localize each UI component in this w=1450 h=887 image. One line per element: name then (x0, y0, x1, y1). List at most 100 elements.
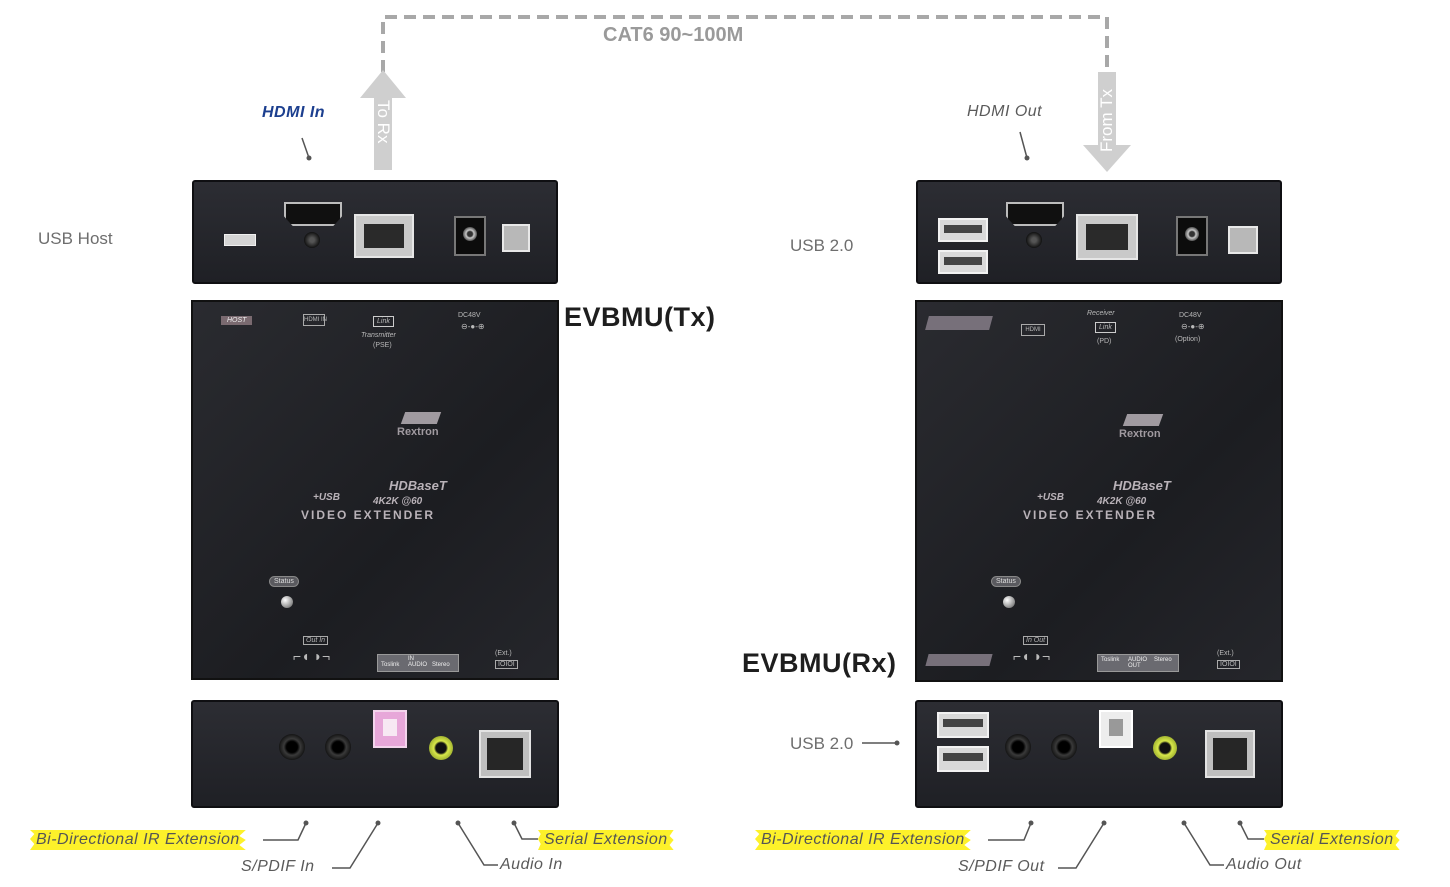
cable-dashed-path (381, 15, 1109, 72)
ir-jack-1[interactable] (1005, 734, 1031, 760)
usb-logo-icon (925, 654, 993, 666)
rx-spdif-out-label: S/PDIF Out (958, 858, 1045, 875)
usb-port-3[interactable] (937, 712, 989, 738)
hdmi-in-label: HDMI In (262, 104, 326, 121)
serial-port[interactable] (1205, 730, 1255, 778)
hdmi-in-badge: HDMI IN (303, 314, 327, 326)
bottom-leaders (263, 740, 1264, 869)
ir-out-in-label: Out In (303, 636, 329, 645)
spdif-out-port[interactable] (1099, 710, 1133, 748)
hdmi-screw (1026, 232, 1042, 248)
dc-power-jack[interactable] (1176, 216, 1208, 256)
status-label: Status (269, 576, 299, 587)
ir-jack-2[interactable] (1051, 734, 1077, 760)
rj45-port[interactable] (1076, 214, 1138, 260)
rx-audio-out-label: Audio Out (1226, 856, 1302, 873)
link-badge: Link (1095, 322, 1116, 333)
ext-label: (Ext.) (495, 650, 512, 657)
tx-audio-in-label: Audio In (500, 856, 563, 873)
tx-spdif-in-label: S/PDIF In (241, 858, 315, 875)
option-label: (Option) (1175, 336, 1201, 343)
spdif-in-port[interactable] (373, 710, 407, 748)
dc-symbol-icon: ⊖-●-⊕ (461, 322, 485, 331)
hdmi-out-leader (1019, 131, 1028, 159)
to-rx-label: To Rx (374, 100, 393, 144)
audio-out-jack[interactable] (1153, 736, 1177, 760)
audio-in-badge: IN AUDIO (408, 656, 428, 668)
receiver-label: Receiver (1087, 310, 1115, 317)
transmitter-label: Transmitter (361, 332, 396, 339)
from-tx-arrow (1083, 72, 1131, 172)
audio-in-jack[interactable] (429, 736, 453, 760)
dc-power-jack[interactable] (454, 216, 486, 256)
ext-label: (Ext.) (1217, 650, 1234, 657)
from-tx-label: From Tx (1097, 89, 1116, 152)
usb-logo-icon (925, 316, 993, 330)
pd-label: (PD) (1097, 338, 1112, 345)
usb-label: +USB (313, 492, 340, 503)
resolution-label: 4K2K @60 (373, 496, 423, 507)
ground-terminal[interactable] (502, 224, 530, 252)
hdmi-out-label: HDMI Out (967, 103, 1043, 120)
tx-serial-label: Serial Extension (538, 830, 674, 850)
status-led (1003, 596, 1015, 608)
audio-out-badge: AUDIO OUT (1128, 657, 1148, 669)
video-extender-label: VIDEO EXTENDER (1023, 508, 1158, 522)
cable-link-diagram (301, 15, 1131, 172)
hdmi-badge: HDMI (1021, 324, 1045, 336)
status-label: Status (991, 576, 1021, 587)
ir-icon: ⌐◖ ◗¬ (1013, 648, 1051, 664)
serial-icon: IOIOI (495, 660, 518, 669)
ir-in-out-label: In Out (1023, 636, 1049, 645)
link-badge: Link (373, 316, 394, 327)
hdmi-screw (304, 232, 320, 248)
audio-label-group: Toslink AUDIO OUT Stereo (1097, 654, 1179, 672)
hdmi-in-leader (301, 137, 310, 159)
cable-label: CAT6 90~100M (603, 24, 744, 46)
serial-port[interactable] (479, 730, 531, 778)
ground-terminal[interactable] (1228, 226, 1258, 254)
brand-logo: Rextron (1119, 428, 1161, 440)
stereo-label: Stereo (432, 662, 450, 668)
usb-port-2[interactable] (938, 250, 988, 274)
brand-icon (1122, 414, 1164, 426)
rx-serial-label: Serial Extension (1264, 830, 1400, 850)
ir-jack-2[interactable] (325, 734, 351, 760)
dc-symbol-icon: ⊖-●-⊕ (1181, 322, 1205, 331)
ir-jack-1[interactable] (279, 734, 305, 760)
mini-usb-port[interactable] (224, 234, 256, 246)
ir-icon: ⌐◖ ◗¬ (293, 648, 331, 664)
usb-port-4[interactable] (937, 746, 989, 772)
rx-title: EVBMU(Rx) (742, 648, 897, 678)
tx-rear-panel (192, 180, 558, 284)
toslink-label: Toslink (1101, 657, 1120, 663)
to-rx-arrow (360, 70, 406, 170)
status-led (281, 596, 293, 608)
rx-side-panel (915, 700, 1283, 808)
brand-logo: Rextron (397, 426, 439, 438)
dc-label: DC48V (458, 312, 481, 319)
usb2-bottom-label: USB 2.0 (790, 734, 854, 753)
hdbaset-logo: HDBaseT (389, 478, 447, 493)
toslink-label: Toslink (381, 662, 400, 668)
tx-front-panel: HOST HDMI IN Link Transmitter (PSE) DC48… (191, 300, 559, 680)
rx-rear-panel (916, 180, 1282, 284)
tx-title: EVBMU(Tx) (564, 302, 716, 332)
resolution-label: 4K2K @60 (1097, 496, 1147, 507)
host-label: HOST (221, 316, 253, 325)
rj45-port[interactable] (354, 214, 414, 258)
rx-bidir-ir-label: Bi-Directional IR Extension (755, 830, 971, 850)
tx-side-panel (191, 700, 559, 808)
usb-port-1[interactable] (938, 218, 988, 242)
usb-label: +USB (1037, 492, 1064, 503)
dc-label: DC48V (1179, 312, 1202, 319)
usb2-top-label: USB 2.0 (790, 236, 854, 255)
tx-bidir-ir-label: Bi-Directional IR Extension (30, 830, 246, 850)
usb-host-label: USB Host (38, 229, 113, 248)
hdmi-in-port[interactable] (284, 202, 342, 226)
stereo-label: Stereo (1154, 657, 1172, 663)
pse-label: (PSE) (373, 342, 392, 349)
hdbaset-logo: HDBaseT (1113, 478, 1171, 493)
brand-icon (400, 412, 442, 424)
hdmi-out-port[interactable] (1006, 202, 1064, 226)
